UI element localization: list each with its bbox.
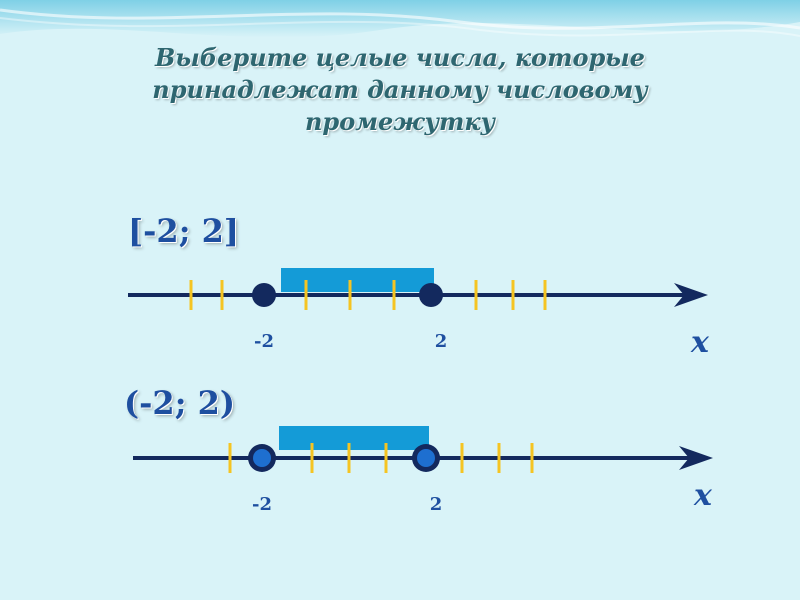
right-endpoint-closed-point (419, 283, 443, 307)
left-endpoint-label: -2 (254, 331, 274, 352)
axis-variable-label: x (690, 325, 710, 360)
slide-title: Выберите целые числа, которые принадлежа… (60, 42, 740, 138)
number-line-open: -2 2 x (133, 426, 713, 515)
interval-highlight-band (281, 268, 434, 292)
right-endpoint-label: 2 (435, 331, 448, 352)
axis-arrow-head (674, 283, 708, 307)
interval-label-open: (-2; 2) (124, 384, 236, 422)
number-line-closed: -2 2 x (128, 268, 710, 360)
left-endpoint-open-point (253, 449, 271, 467)
axis-variable-label: x (693, 478, 713, 513)
left-endpoint-label: -2 (252, 494, 272, 515)
axis-arrow-head (679, 446, 713, 470)
background-wave-decoration (0, 0, 800, 38)
interval-label-closed: [-2; 2] (128, 212, 240, 250)
right-endpoint-open-point (417, 449, 435, 467)
title-line: промежутку (304, 107, 495, 136)
left-endpoint-closed-point (252, 283, 276, 307)
right-endpoint-label: 2 (430, 494, 443, 515)
title-line: принадлежат данному числовому (152, 75, 648, 104)
interval-highlight-band (279, 426, 429, 450)
title-line: Выберите целые числа, которые (155, 43, 645, 72)
